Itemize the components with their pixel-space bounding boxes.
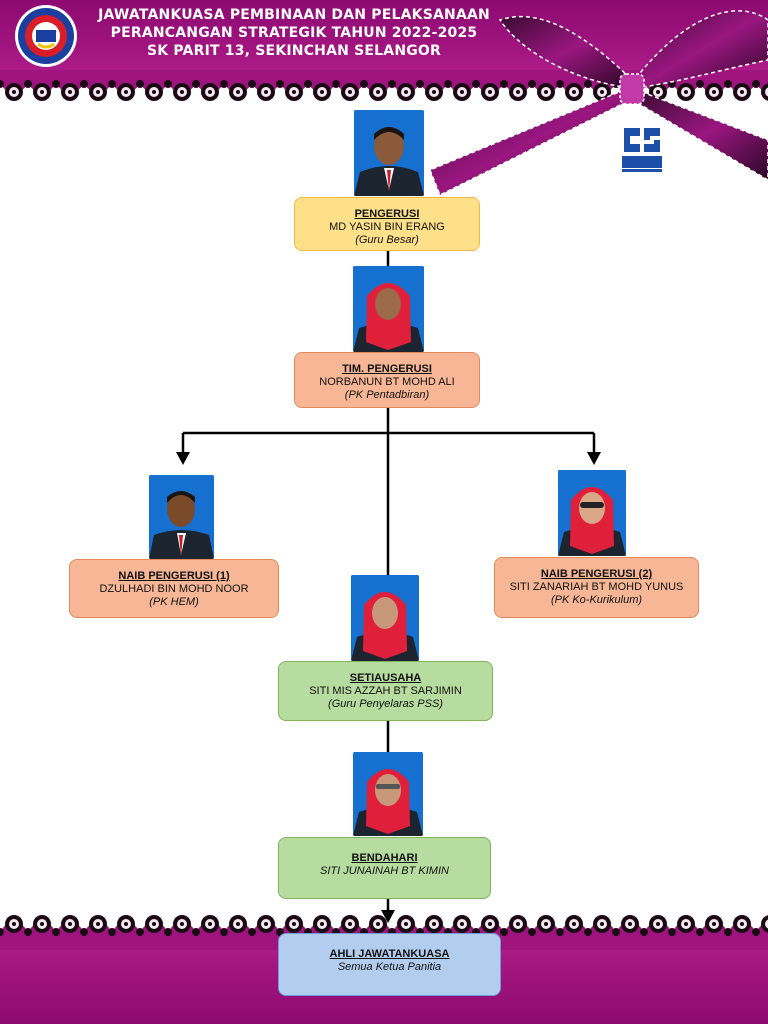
school-crest-icon <box>15 5 77 67</box>
node-naib-pengerusi-1: NAIB PENGERUSI (1) DZULHADI BIN MOHD NOO… <box>69 559 279 618</box>
node-name: DZULHADI BIN MOHD NOOR <box>99 583 249 595</box>
photo-naib-1 <box>149 475 214 559</box>
header-band <box>0 0 768 78</box>
node-role: TIM. PENGERUSI <box>342 363 432 375</box>
node-naib-pengerusi-2: NAIB PENGERUSI (2) SITI ZANARIAH BT MOHD… <box>494 557 699 618</box>
node-name: MD YASIN BIN ERANG <box>329 221 445 233</box>
node-bendahari: BENDAHARI SITI JUNAINAH BT KIMIN <box>278 837 491 899</box>
node-ahli-jawatankuasa: AHLI JAWATANKUASA Semua Ketua Panitia <box>278 933 501 996</box>
node-role: NAIB PENGERUSI (1) <box>118 570 230 582</box>
title-line-3: SK PARIT 13, SEKINCHAN SELANGOR <box>146 43 442 59</box>
node-pengerusi: PENGERUSI MD YASIN BIN ERANG (Guru Besar… <box>294 197 480 251</box>
node-position: (PK Ko-Kurikulum) <box>550 594 643 606</box>
node-name: NORBANUN BT MOHD ALI <box>319 376 455 388</box>
program-badge-icon <box>618 122 666 174</box>
node-role: NAIB PENGERUSI (2) <box>540 568 653 580</box>
photo-pengerusi <box>354 110 424 196</box>
person-female-icon <box>351 575 419 661</box>
node-role: SETIAUSAHA <box>349 672 422 684</box>
node-name: SITI ZANARIAH BT MOHD YUNUS <box>509 581 684 593</box>
node-name: SITI JUNAINAH BT KIMIN <box>320 865 449 877</box>
node-name: SITI MIS AZZAH BT SARJIMIN <box>309 685 462 697</box>
person-male-icon <box>354 110 424 196</box>
node-position: (Guru Penyelaras PSS) <box>328 698 443 710</box>
person-female-icon <box>353 752 423 836</box>
photo-tim-pengerusi <box>353 266 424 352</box>
node-tim-pengerusi: TIM. PENGERUSI NORBANUN BT MOHD ALI (PK … <box>294 352 480 408</box>
node-role: PENGERUSI <box>354 208 420 220</box>
title-line-1: JAWATANKUASA PEMBINAAN DAN PELAKSANAAN <box>98 7 490 23</box>
node-role: BENDAHARI <box>351 852 418 864</box>
photo-setiausaha <box>351 575 419 661</box>
node-position: (Guru Besar) <box>355 234 419 246</box>
node-role: AHLI JAWATANKUASA <box>329 948 450 960</box>
node-name: Semua Ketua Panitia <box>337 961 442 973</box>
photo-bendahari <box>353 752 423 836</box>
photo-naib-2 <box>558 470 626 556</box>
person-female-icon <box>558 470 626 556</box>
page-title: JAWATANKUASA PEMBINAAN DAN PELAKSANAAN P… <box>84 6 504 60</box>
ribbon-bow-icon <box>429 10 768 197</box>
node-position: (PK Pentadbiran) <box>344 389 430 401</box>
node-setiausaha: SETIAUSAHA SITI MIS AZZAH BT SARJIMIN (G… <box>278 661 493 721</box>
node-position: (PK HEM) <box>149 596 199 608</box>
person-male-icon <box>149 475 214 559</box>
person-female-icon <box>353 266 424 352</box>
title-line-2: PERANCANGAN STRATEGIK TAHUN 2022-2025 <box>110 25 478 41</box>
